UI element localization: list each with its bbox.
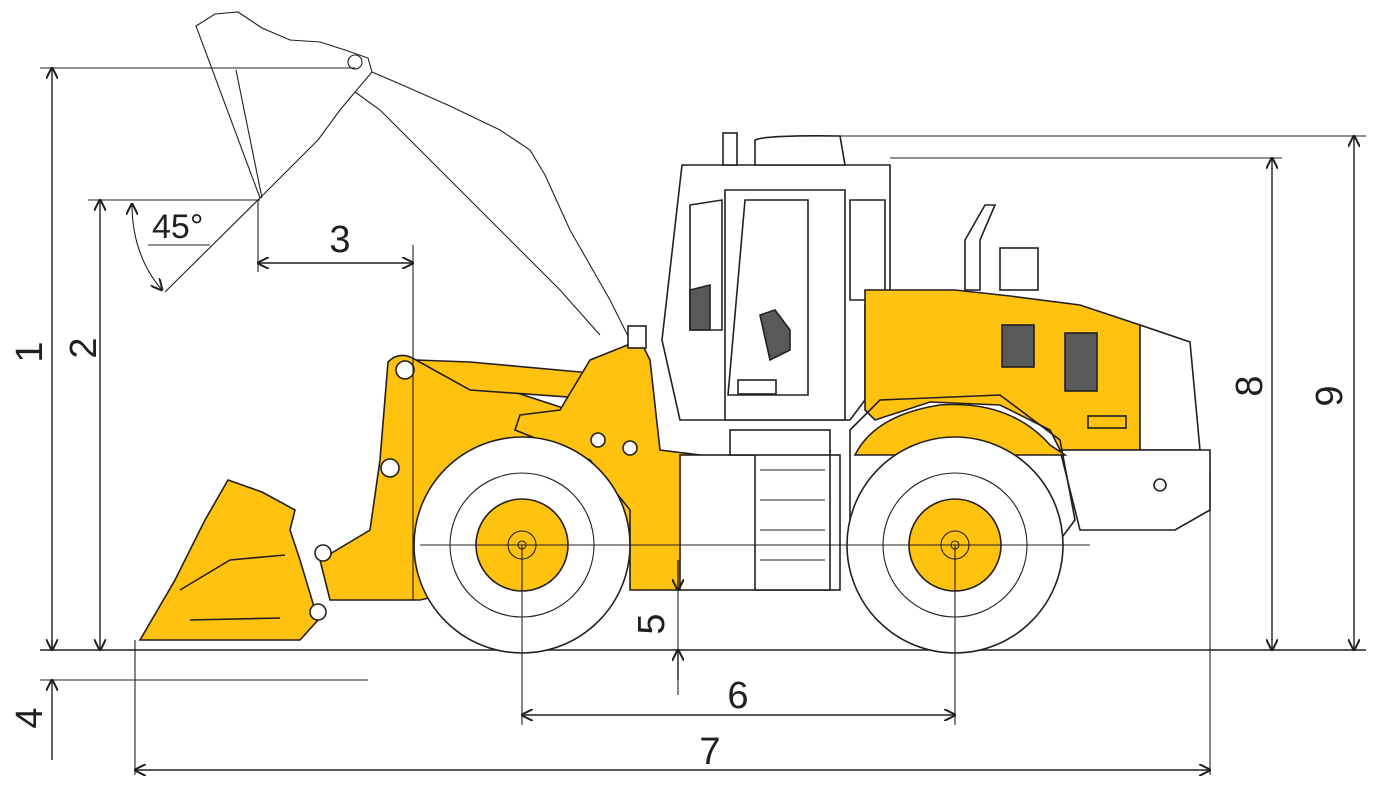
bucket-lowered bbox=[138, 479, 332, 641]
front-frame bbox=[514, 325, 701, 591]
dimension-label-3: 3 bbox=[329, 219, 350, 261]
dimension-label-6: 6 bbox=[727, 675, 748, 717]
engine-body bbox=[849, 204, 1211, 541]
angle-label: 45° bbox=[152, 208, 203, 246]
dimension-label-8: 8 bbox=[1229, 375, 1271, 396]
dimension-label-4: 4 bbox=[9, 707, 51, 728]
rear-fender bbox=[853, 403, 1068, 456]
dimension-label-7: 7 bbox=[699, 731, 720, 773]
dimension-label-9: 9 bbox=[1309, 385, 1351, 406]
drivetrain bbox=[679, 429, 841, 591]
operator-cab bbox=[661, 132, 891, 421]
raised-bucket-outline bbox=[195, 11, 631, 341]
dump-angle-indicator: 45° bbox=[132, 197, 261, 292]
dimension-label-5: 5 bbox=[631, 613, 673, 634]
dimension-label-2: 2 bbox=[63, 337, 105, 358]
dimension-label-1: 1 bbox=[9, 341, 51, 362]
